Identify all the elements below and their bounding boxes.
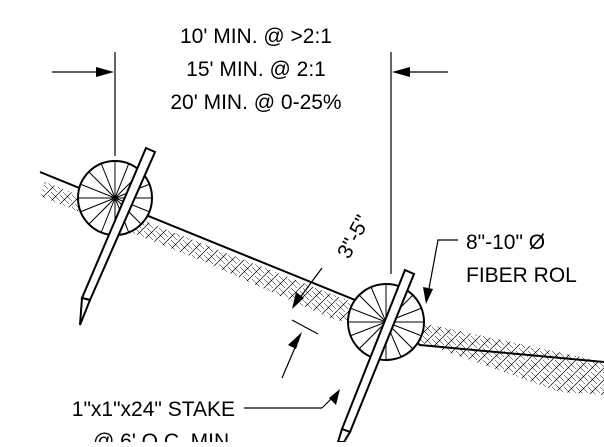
depth-label: 3"-5"	[333, 212, 375, 263]
soil-hatching	[40, 182, 604, 395]
stake-lower	[336, 268, 416, 443]
spacing-note-line1: 10' MIN. @ >2:1	[180, 25, 332, 48]
left-dimension-arrow	[52, 67, 114, 77]
stake-size-label: 1"x1"x24" STAKE	[72, 398, 235, 421]
spacing-note-line2: 15' MIN. @ 2:1	[186, 58, 326, 81]
stake-upper	[79, 146, 157, 326]
fiber-roll-type-label: FIBER ROL	[466, 264, 577, 287]
right-dimension-arrow	[392, 67, 448, 77]
stake-leader	[244, 389, 340, 409]
fiber-roll-size-label: 8"-10" Ø	[466, 231, 545, 254]
depth-dimension	[281, 267, 323, 379]
spacing-note-line3: 20' MIN. @ 0-25%	[170, 91, 341, 114]
stake-spacing-label: @ 6' O.C. MIN.	[93, 430, 235, 442]
fiber-roll-leader	[423, 239, 458, 304]
